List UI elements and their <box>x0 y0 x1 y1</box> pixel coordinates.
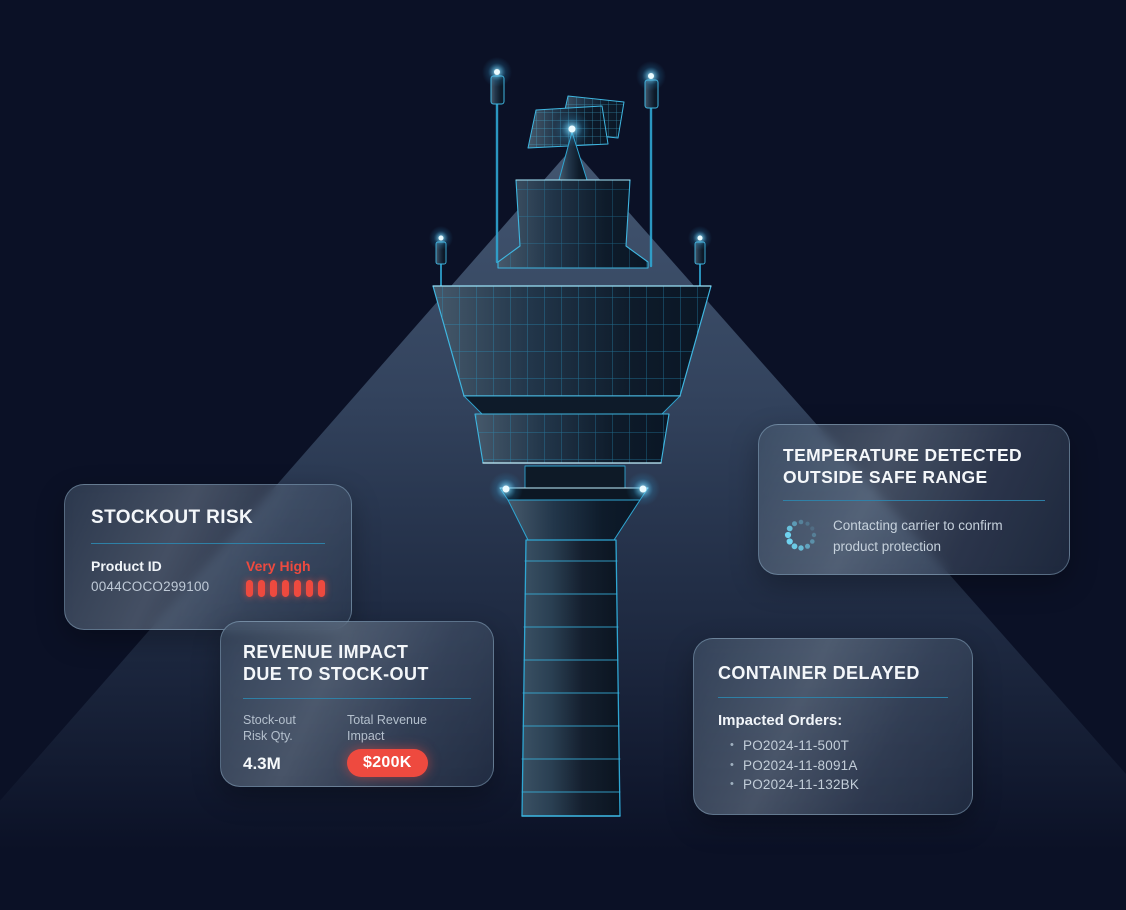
stockout-qty-label: Stock-out Risk Qty. <box>243 712 296 744</box>
order-list-item: PO2024-11-8091A <box>730 756 948 776</box>
stockout-qty-metric: Stock-out Risk Qty. 4.3M <box>243 712 347 777</box>
order-list-item: PO2024-11-500T <box>730 736 948 756</box>
tower-cab <box>497 178 649 269</box>
temperature-alert-card: TEMPERATURE DETECTED OUTSIDE SAFE RANGE <box>758 424 1070 575</box>
antenna-mast-right <box>636 61 666 268</box>
impacted-orders-list: PO2024-11-500T PO2024-11-8091A PO2024-11… <box>718 736 948 795</box>
risk-level-bars-icon <box>246 579 325 597</box>
antenna-mast-left <box>482 57 512 264</box>
product-id-value: 0044COCO299100 <box>91 578 210 594</box>
spinner-icon <box>784 520 817 552</box>
container-card-title: CONTAINER DELAYED <box>718 663 920 683</box>
revenue-impact-card: REVENUE IMPACT DUE TO STOCK-OUT Stock-ou… <box>220 621 494 787</box>
stockout-qty-value: 4.3M <box>243 753 281 773</box>
risk-level-label: Very High <box>246 557 311 574</box>
card-divider <box>243 697 471 699</box>
stockout-details-row: Product ID 0044COCO299100 Very High <box>91 558 325 597</box>
tower-neck <box>489 465 660 541</box>
risk-group: Very High <box>246 558 325 597</box>
tower-main-deck <box>431 284 713 398</box>
impacted-orders-label: Impacted Orders: <box>718 712 843 730</box>
antenna-short-right <box>688 226 712 295</box>
stockout-risk-card: STOCKOUT RISK Product ID 0044COCO299100 … <box>64 484 352 630</box>
temperature-card-title: TEMPERATURE DETECTED OUTSIDE SAFE RANGE <box>783 445 1023 487</box>
card-divider <box>783 500 1045 502</box>
order-list-item: PO2024-11-132BK <box>730 775 948 795</box>
product-id-group: Product ID 0044COCO299100 <box>91 558 209 594</box>
carrier-status-row: Contacting carrier to confirm product pr… <box>783 516 1045 557</box>
radar-dish <box>527 95 625 181</box>
revenue-impact-badge: $200K <box>347 748 428 777</box>
product-id-label: Product ID <box>91 557 162 574</box>
control-tower <box>429 57 713 817</box>
container-delayed-card: CONTAINER DELAYED Impacted Orders: PO202… <box>693 638 973 815</box>
antenna-short-left <box>429 226 453 295</box>
stockout-card-title: STOCKOUT RISK <box>91 507 254 528</box>
deck-transition-ring <box>463 395 681 415</box>
revenue-impact-label: Total Revenue Impact <box>347 712 427 744</box>
revenue-card-title: REVENUE IMPACT DUE TO STOCK-OUT <box>243 642 429 685</box>
card-divider <box>718 697 948 699</box>
revenue-metrics-row: Stock-out Risk Qty. 4.3M Total Revenue I… <box>243 712 471 777</box>
revenue-impact-metric: Total Revenue Impact $200K <box>347 712 428 777</box>
carrier-status-text: Contacting carrier to confirm product pr… <box>833 518 1003 554</box>
tower-shaft <box>521 539 621 817</box>
card-divider <box>91 542 325 544</box>
tower-second-deck <box>474 413 670 465</box>
